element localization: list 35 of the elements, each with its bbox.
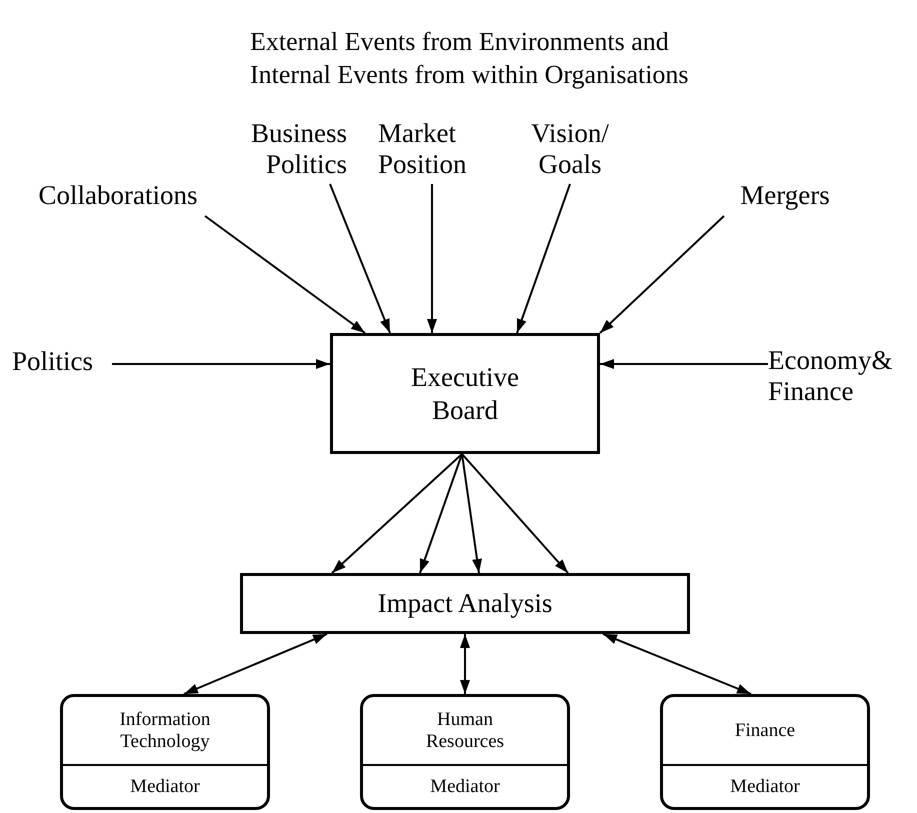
mediator-box — [660, 694, 870, 810]
arrow — [204, 215, 366, 334]
event-label: Economy& Finance — [768, 345, 916, 417]
department-name: Information Technology — [118, 708, 212, 752]
mediator-box — [360, 694, 570, 810]
arrow — [602, 633, 752, 695]
arrow — [461, 454, 482, 574]
event-label: Politics — [12, 346, 112, 382]
arrow — [112, 359, 330, 369]
arrow — [461, 453, 569, 574]
department-name: Finance — [734, 720, 796, 742]
event-label: Collaborations — [18, 180, 218, 216]
mediator-box — [60, 694, 270, 810]
process-box — [330, 333, 600, 454]
arrow — [599, 215, 725, 334]
event-label: Market Position — [378, 118, 490, 184]
arrow — [516, 184, 571, 334]
box-label: Impact Analysis — [376, 587, 554, 620]
arrow — [600, 359, 768, 369]
mediator-label: Mediator — [730, 776, 800, 798]
arrow — [427, 184, 437, 333]
arrow — [419, 454, 463, 574]
box-label: Executive Board — [410, 361, 520, 426]
event-label: Vision/ Goals — [520, 118, 620, 184]
event-label: Business Politics — [222, 118, 347, 184]
arrow — [460, 634, 470, 694]
mediator-label: Mediator — [430, 776, 500, 798]
arrow — [184, 633, 328, 695]
process-box — [240, 573, 690, 634]
arrow — [329, 184, 391, 334]
arrow — [331, 453, 463, 574]
diagram-title: External Events from Environments and Internal Events from within Organisations — [250, 26, 690, 91]
department-name: Human Resources — [424, 708, 506, 752]
event-label: Mergers — [720, 180, 850, 216]
mediator-label: Mediator — [130, 776, 200, 798]
